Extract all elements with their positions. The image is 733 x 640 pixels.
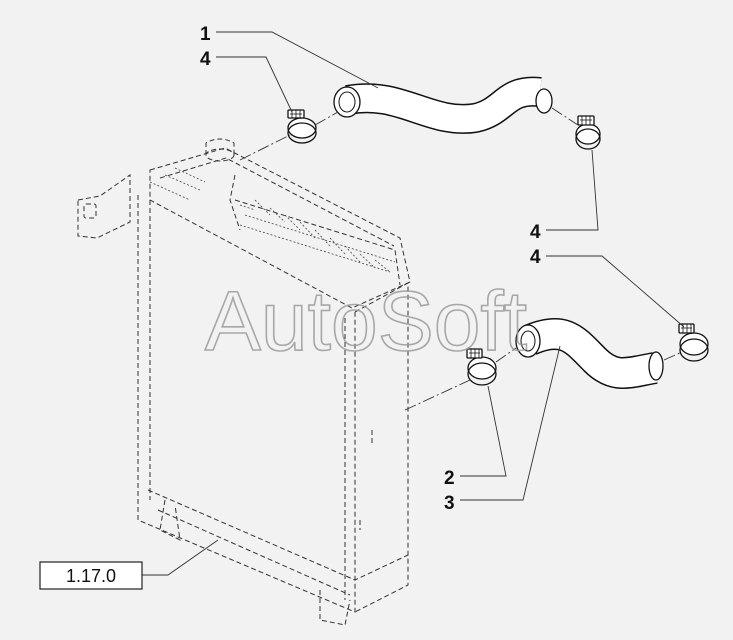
hose-clamp-lower-right	[678, 323, 709, 362]
callout-1: 1	[200, 24, 211, 45]
watermark-text: AutoSoft	[205, 274, 527, 368]
lower-hose	[515, 317, 664, 389]
hose-clamp-upper-left	[287, 109, 317, 144]
callout-4-upper-right: 4	[530, 222, 541, 243]
callout-3: 3	[444, 493, 455, 514]
hose-clamp-lower-left	[466, 348, 497, 386]
hose-clamp-upper-right	[575, 115, 601, 150]
reference-label: 1.17.0	[66, 566, 116, 586]
radiator	[77, 138, 411, 626]
assembly-centerlines	[239, 107, 683, 411]
callout-4-upper-left: 4	[200, 49, 211, 70]
callout-4-lower-right: 4	[530, 247, 541, 268]
callout-2: 2	[444, 468, 455, 489]
upper-hose	[333, 76, 553, 134]
leader-lines	[142, 31, 685, 576]
reference-box: 1.17.0	[39, 561, 143, 590]
radiator-top-hatching	[149, 167, 396, 273]
